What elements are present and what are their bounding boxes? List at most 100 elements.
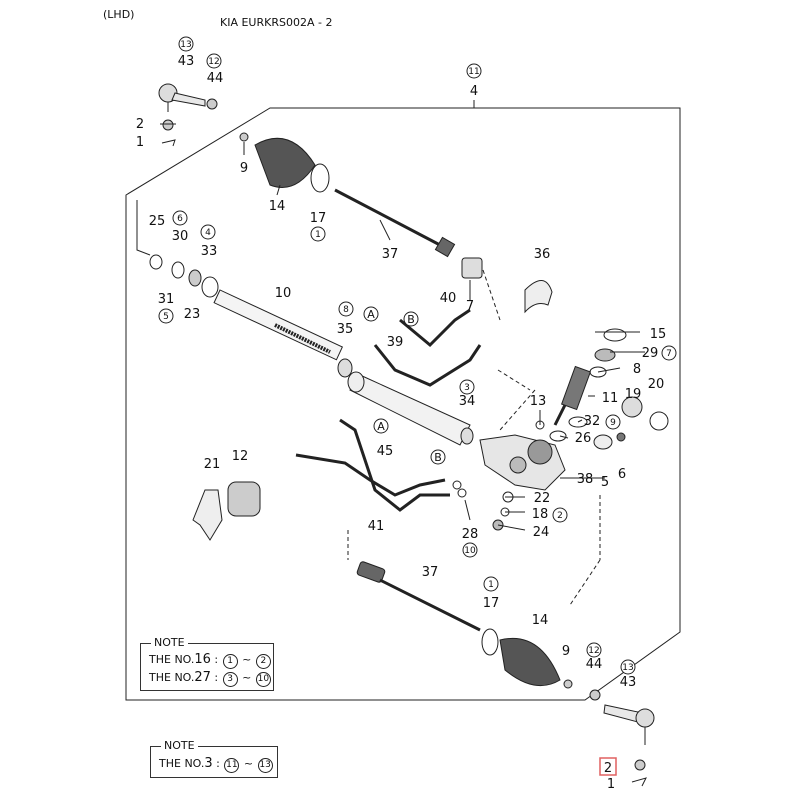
mounting-bracket-group [192,481,261,541]
label-25: 25 [149,214,166,229]
ref-b-1: B [403,311,419,327]
label-11: 11 [602,391,619,406]
pipe-41-45 [295,418,450,512]
header-left: (LHD) [103,8,135,21]
circ-5: 5 [158,308,174,324]
ref-b-1-text: B [407,313,415,326]
svg-text:5: 5 [163,312,169,322]
note-1-line-1: THE NO.16 : 1 ~ 2 [149,652,272,669]
ref-markers: A B A B [363,306,446,465]
note-text: 2 [255,654,271,669]
note-text: THE NO. [149,671,195,684]
label-39: 39 [387,335,404,350]
pipe-39-40 [373,308,482,387]
label-24: 24 [533,525,550,540]
svg-text:9: 9 [610,418,616,428]
label-23: 23 [184,307,201,322]
tie-rod-end-bottom [589,689,655,787]
inner-tie-rod-top [334,188,483,279]
label-35: 35 [337,322,354,337]
label-40: 40 [440,291,457,306]
label-32: 32 [584,414,601,429]
label-17-top: 17 [310,211,327,226]
label-9-bottom: 9 [562,644,570,659]
label-7: 7 [466,299,474,314]
fittings-lower [452,480,514,531]
label-2-top: 2 [136,117,144,132]
label-33: 33 [201,244,218,259]
label-10: 10 [275,286,292,301]
label-1-bottom: 1 [607,777,615,792]
label-14-bottom: 14 [532,613,549,628]
ref-b-2: B [430,449,446,465]
label-38: 38 [577,472,594,487]
label-44-bottom: 44 [586,657,603,672]
svg-text:6: 6 [177,214,183,224]
inner-tie-rod-bottom [347,530,499,656]
label-4: 4 [470,84,478,99]
note-text: 3 [204,756,213,771]
note-text: THE NO. [149,653,195,666]
label-29: 29 [642,346,659,361]
header-title: KIA EURKRS002A - 2 [220,16,333,29]
label-31: 31 [158,292,175,307]
svg-text:3: 3 [464,383,470,393]
svg-text:13: 13 [180,40,191,50]
label-43-bottom: 43 [620,675,637,690]
svg-text:10: 10 [464,546,476,556]
svg-text:12: 12 [208,57,219,67]
gear-housing [479,434,605,491]
leader-lines [160,123,645,531]
label-21: 21 [204,457,221,472]
circ-12-top: 12 [206,53,222,69]
circ-1-bottom: 1 [483,576,499,592]
label-13: 13 [530,394,547,409]
circ-13-bottom: 13 [620,659,636,675]
circ-8: 8 [338,301,354,317]
note-text: THE NO. [159,757,205,770]
dust-boot-bottom [499,637,573,689]
assembly-frame [125,107,681,701]
circ-7: 7 [661,345,677,361]
label-34: 34 [459,394,476,409]
pinion-group [535,328,669,450]
note-text: 10 [255,672,271,687]
label-36: 36 [534,247,551,262]
label-26: 26 [575,431,592,446]
svg-text:8: 8 [343,305,349,315]
label-45: 45 [377,444,394,459]
svg-text:4: 4 [205,228,211,238]
note-box-1: NOTE THE NO.16 : 1 ~ 2 THE NO.27 : 3 ~ 1… [140,636,274,691]
circ-9: 9 [605,414,621,430]
svg-text:1: 1 [315,230,321,240]
circ-4: 4 [200,224,216,240]
label-15: 15 [650,327,667,342]
label-14-top: 14 [269,199,286,214]
label-8: 8 [633,362,641,377]
circ-1-top: 1 [310,226,326,242]
note-text: 16 [194,652,211,667]
label-44-top: 44 [207,71,224,86]
rack-housing-tube [347,371,474,446]
label-22: 22 [534,491,551,506]
circ-3: 3 [459,379,475,395]
label-12: 12 [232,449,249,464]
svg-text:1: 1 [488,580,494,590]
note-text: 11 [224,758,240,773]
circ-12-bottom: 12 [586,642,602,658]
note-text: 3 [222,672,238,687]
ref-b-2-text: B [434,451,442,464]
highlight-box [599,757,617,776]
label-6: 6 [618,467,626,482]
ref-a-1-text: A [367,308,375,321]
label-2-bottom: 2 [604,761,612,776]
svg-text:13: 13 [622,663,633,673]
note-text: 13 [257,758,273,773]
note-2-title: NOTE [161,739,198,752]
label-41: 41 [368,519,385,534]
note-1-title: NOTE [151,636,188,649]
label-28: 28 [462,527,479,542]
svg-text:7: 7 [666,349,672,359]
label-37-top: 37 [382,247,399,262]
